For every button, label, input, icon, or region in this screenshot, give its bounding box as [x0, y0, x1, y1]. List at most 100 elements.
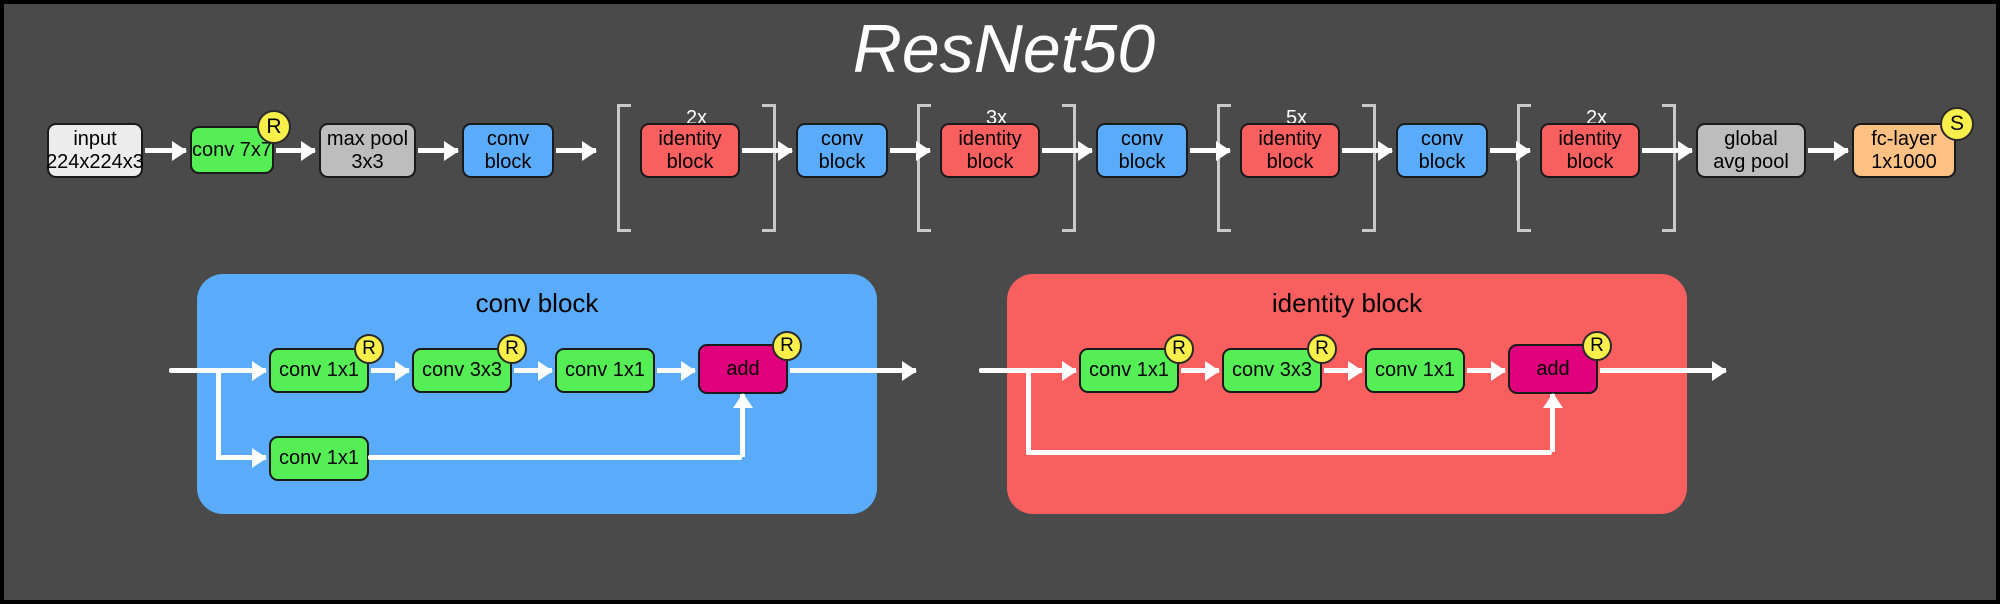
node-label-line1: conv 7x7: [191, 138, 273, 161]
page-title: ResNet50: [852, 11, 1156, 87]
node-label: conv 1x1: [564, 359, 646, 382]
conv-block-conv3[interactable]: conv 1x1: [555, 348, 655, 393]
node-label-line2: block: [484, 150, 532, 173]
arrow-convblock4-to-identity4: [1490, 148, 1530, 153]
repeat-bracket-right-1: [762, 104, 776, 232]
node-label-line1: input: [73, 128, 117, 151]
pipeline-node-convblock2[interactable]: conv block: [796, 123, 888, 178]
repeat-bracket-left-3: [1217, 104, 1231, 232]
node-label-line2: avg pool: [1713, 150, 1789, 173]
repeat-bracket-right-4: [1662, 104, 1676, 232]
conv-block-conv2[interactable]: conv 3x3: [412, 348, 512, 393]
arrow-identityblock-in-to-conv1: [1026, 368, 1076, 373]
node-label-line2: 224x224x3: [46, 150, 144, 173]
repeat-bracket-right-3: [1362, 104, 1376, 232]
pipeline-node-identity3[interactable]: identity block: [1240, 123, 1340, 178]
pipeline-node-identity2[interactable]: identity block: [940, 123, 1040, 178]
arrow-convblock3-to-identity3: [1190, 148, 1230, 153]
arrow-input-to-conv7x7: [145, 148, 186, 153]
node-label: conv 3x3: [1231, 359, 1313, 382]
node-label: conv 1x1: [1088, 359, 1170, 382]
identity-block-skip-wire: [1026, 450, 1552, 455]
arrow-identity2-to-convblock3: [1042, 148, 1092, 153]
node-label-line1: global: [1724, 128, 1778, 151]
node-label-line2: 1x1000: [1871, 150, 1937, 173]
node-label: conv 1x1: [278, 359, 360, 382]
arrow-convblock-add-to-output: [790, 368, 916, 373]
identity-block-conv3[interactable]: conv 1x1: [1365, 348, 1465, 393]
node-label-line1: identity: [1258, 128, 1322, 151]
node-label-line2: block: [1266, 150, 1314, 173]
arrow-convblock-conv1-to-conv2: [371, 368, 409, 373]
arrow-convblock-conv3-to-add: [657, 368, 695, 373]
repeat-bracket-left-4: [1517, 104, 1531, 232]
node-label-line1: identity: [1558, 128, 1622, 151]
node-label-line2: block: [966, 150, 1014, 173]
arrow-convblock-conv2-to-conv3: [514, 368, 552, 373]
arrow-convblock2-to-identity2: [890, 148, 930, 153]
arrow-maxpool-to-convblock1: [418, 148, 458, 153]
conv-block-skip-conv[interactable]: conv 1x1: [269, 436, 369, 481]
relu-badge-conv-block-conv1: R: [354, 334, 384, 364]
node-label-line1: fc-layer: [1871, 128, 1937, 151]
pipeline-node-convblock1[interactable]: conv block: [462, 123, 554, 178]
conv-block-split-vertical: [216, 368, 221, 460]
identity-block-panel-title: identity block: [1271, 288, 1423, 318]
pipeline-node-convblock4[interactable]: conv block: [1396, 123, 1488, 178]
arrow-convblock-split-to-skipconv: [216, 455, 266, 460]
pipeline-node-identity4[interactable]: identity block: [1540, 123, 1640, 178]
arrow-identity4-to-globalavgpool: [1642, 148, 1692, 153]
node-label: conv 3x3: [421, 359, 503, 382]
pipeline-node-maxpool[interactable]: max pool 3x3: [319, 123, 416, 178]
node-label-line2: block: [666, 150, 714, 173]
node-label-line1: max pool: [326, 128, 409, 151]
node-label-line1: conv: [1420, 128, 1464, 151]
node-label-line1: identity: [958, 128, 1022, 151]
arrow-conv7x7-to-maxpool: [276, 148, 315, 153]
identity-block-split-vertical: [1026, 368, 1031, 453]
pipeline-node-fclayer[interactable]: fc-layer 1x1000: [1852, 123, 1956, 178]
pipeline-node-input[interactable]: input 224x224x3: [46, 123, 144, 178]
arrow-identity1-to-convblock2: [742, 148, 792, 153]
arrow-identityblock-conv3-to-add: [1467, 368, 1505, 373]
node-label-line1: identity: [658, 128, 722, 151]
relu-badge-identity-block-conv2: R: [1307, 334, 1337, 364]
relu-badge-identity-block-conv1: R: [1164, 334, 1194, 364]
conv-block-panel-title: conv block: [475, 288, 599, 318]
node-label-line2: block: [1566, 150, 1614, 173]
identity-block-conv2[interactable]: conv 3x3: [1222, 348, 1322, 393]
arrow-identity3-to-convblock4: [1342, 148, 1392, 153]
arrow-globalavgpool-to-fclayer: [1808, 148, 1848, 153]
conv-block-skip-wire-return: [368, 455, 742, 460]
relu-badge-conv-block-conv2: R: [497, 334, 527, 364]
conv-block-input-wire: [169, 368, 224, 373]
identity-block-input-wire: [979, 368, 1034, 373]
arrow-identityblock-add-to-output: [1600, 368, 1726, 373]
arrow-identityblock-skip-into-add: [1550, 394, 1555, 452]
identity-block-add[interactable]: add: [1508, 344, 1598, 394]
relu-badge-conv-block-add: R: [772, 331, 802, 361]
node-label: add: [726, 357, 760, 380]
node-label-line1: conv: [820, 128, 864, 151]
pipeline-node-globalavgpool[interactable]: global avg pool: [1696, 123, 1806, 178]
node-label: conv 1x1: [1374, 359, 1456, 382]
relu-badge-conv7x7: R: [257, 110, 291, 144]
node-label-line1: conv: [486, 128, 530, 151]
node-label-line2: block: [1118, 150, 1166, 173]
node-label-line2: block: [1418, 150, 1466, 173]
pipeline-node-identity1[interactable]: identity block: [640, 123, 740, 178]
node-label-line2: block: [818, 150, 866, 173]
arrow-convblock-in-to-conv1: [216, 368, 266, 373]
relu-badge-identity-block-add: R: [1582, 331, 1612, 361]
node-label-line1: conv: [1120, 128, 1164, 151]
arrow-identityblock-conv2-to-conv3: [1324, 368, 1362, 373]
identity-block-panel: identity block: [1007, 274, 1687, 514]
identity-block-conv1[interactable]: conv 1x1: [1079, 348, 1179, 393]
pipeline-node-convblock3[interactable]: conv block: [1096, 123, 1188, 178]
softmax-badge-fclayer: S: [1940, 107, 1974, 141]
arrow-identityblock-conv1-to-conv2: [1181, 368, 1219, 373]
conv-block-conv1[interactable]: conv 1x1: [269, 348, 369, 393]
repeat-bracket-left-1: [617, 104, 631, 232]
arrow-convblock1-to-identity1: [556, 148, 596, 153]
